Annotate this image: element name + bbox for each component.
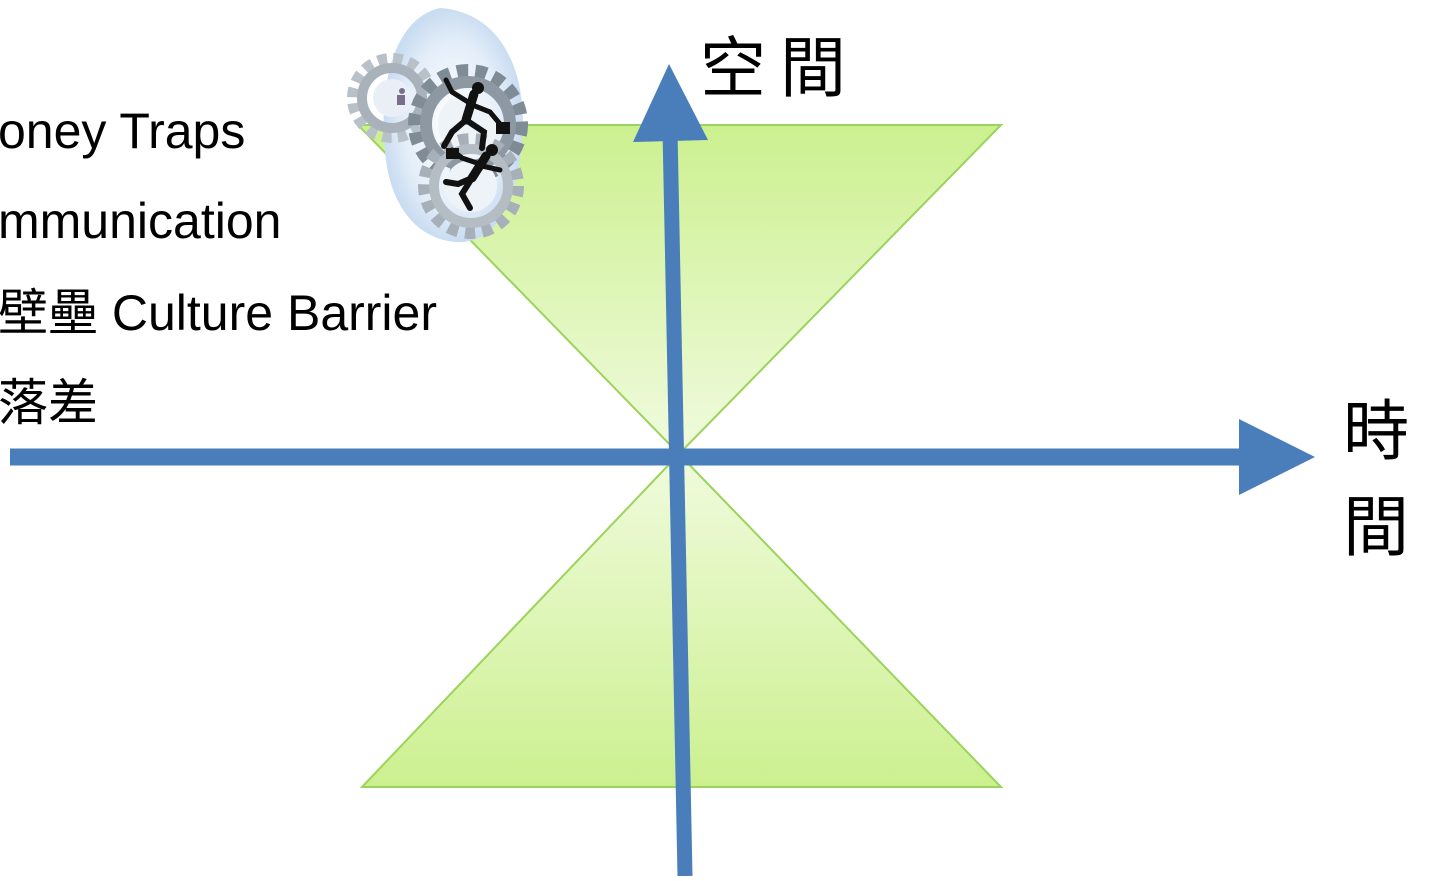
bullet-gap: 落差 <box>0 378 98 428</box>
bullet-culture-barrier-text: Culture Barrier <box>98 285 437 341</box>
businessmen-running-on-gears-icon <box>347 8 528 243</box>
bullet-culture-barrier-cjk: 壁壘 <box>0 284 98 342</box>
space-axis-label-text: 空間 <box>700 30 860 107</box>
bullet-culture-barrier: 壁壘 Culture Barrier <box>0 288 437 338</box>
space-axis-arrowhead <box>633 64 708 142</box>
time-axis-label: 時間 <box>1343 384 1409 575</box>
space-axis-label: 空間 <box>700 36 860 102</box>
bullet-money-traps-text: oney Traps <box>0 103 246 159</box>
time-axis-label-line2: 間 <box>1343 488 1409 566</box>
bullet-communication: mmunication <box>0 196 281 246</box>
bullet-gap-cjk: 落差 <box>0 374 98 432</box>
space-axis-line <box>662 129 693 877</box>
time-axis-label-line1: 時 <box>1343 393 1409 470</box>
time-axis-arrowhead <box>1239 419 1315 495</box>
bullet-money-traps: oney Traps <box>0 106 245 156</box>
bullet-communication-text: mmunication <box>0 193 282 249</box>
